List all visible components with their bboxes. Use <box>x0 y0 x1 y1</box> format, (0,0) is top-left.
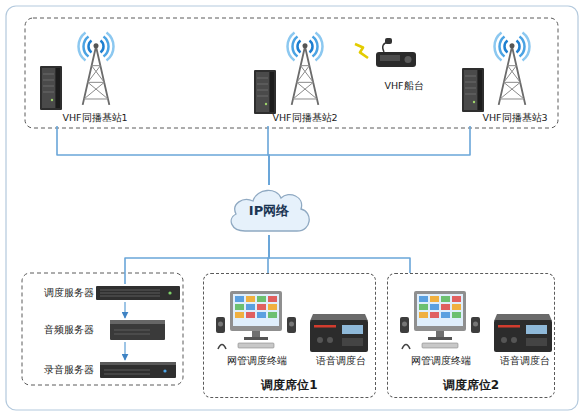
voice-console: 语音调度台 <box>491 311 559 369</box>
node-label: 网管调度终端 <box>393 355 488 367</box>
voice-console-device <box>494 314 552 352</box>
ship-radio: VHF船台 <box>368 36 440 94</box>
dispatch-seat: 调度席位2网管调度终端语音调度台 <box>387 273 555 398</box>
dispatch-seat: 调度席位1 网管调度终端语音调度台 <box>203 273 376 398</box>
server-chassis <box>110 320 165 340</box>
base-station: VHF同播基站3 <box>455 22 575 126</box>
node-label: 调度服务器 <box>44 287 94 299</box>
voice-console-device <box>310 314 368 352</box>
base-station: VHF同播基站2 <box>255 22 355 126</box>
network-line <box>269 235 410 273</box>
terminal: 网管调度终端 <box>393 289 488 369</box>
station-cabinet <box>254 70 276 114</box>
dispatch-server-rack <box>96 286 180 300</box>
terminal: 网管调度终端 <box>209 289 304 369</box>
server-led <box>168 291 171 294</box>
group-heading: 调度席位2 <box>388 378 554 392</box>
radio-tower <box>288 33 323 105</box>
network-line <box>125 235 269 284</box>
node-label: VHF同播基站2 <box>255 112 355 124</box>
radio-panel <box>380 55 400 61</box>
group-heading: 调度席位1 <box>204 378 375 392</box>
ip-network-cloud: IP网络 <box>225 185 313 235</box>
radio-tower <box>495 33 530 105</box>
node-label: 音频服务器 <box>44 324 94 336</box>
wireless-link <box>355 44 368 58</box>
node-label: 语音调度台 <box>491 355 559 367</box>
server-led <box>163 369 166 372</box>
radio-body <box>376 52 416 67</box>
server-top <box>110 320 165 324</box>
node-label: VHF同播基站1 <box>30 112 160 124</box>
base-station: VHF同播基站1 <box>30 22 160 126</box>
network-line <box>124 302 125 318</box>
radio-mic <box>385 38 392 44</box>
terminal-workstation <box>400 291 480 349</box>
server-top <box>100 362 176 365</box>
node-label: IP网络 <box>225 203 313 218</box>
server-bays <box>100 290 160 296</box>
server-chassis <box>100 362 176 378</box>
server: 调度服务器 <box>30 284 182 302</box>
node-label: VHF同播基站3 <box>455 112 575 124</box>
ship-radio-icon <box>376 38 416 67</box>
server-chassis <box>96 286 180 300</box>
network-line <box>57 126 269 185</box>
server-bays <box>104 370 150 374</box>
radio-knob <box>405 56 412 63</box>
radio-tower <box>79 33 114 105</box>
node-label: VHF船台 <box>368 80 440 92</box>
station-cabinet <box>462 68 484 112</box>
terminal-workstation <box>216 291 296 349</box>
server: 音频服务器 <box>30 318 182 342</box>
recording-server-box <box>100 362 176 378</box>
base-station-group-frame <box>25 18 558 128</box>
network-line <box>124 342 125 360</box>
outer-frame <box>6 6 578 410</box>
node-label: 语音调度台 <box>307 355 375 367</box>
audio-server-box <box>110 320 165 340</box>
node-label: 录音服务器 <box>44 364 94 376</box>
station-cabinet <box>40 66 62 110</box>
voice-console: 语音调度台 <box>307 311 375 369</box>
server-bays <box>114 330 150 334</box>
server-group-frame <box>22 273 183 385</box>
node-label: 网管调度终端 <box>209 355 304 367</box>
server: 录音服务器 <box>30 360 182 380</box>
network-line <box>269 126 470 185</box>
